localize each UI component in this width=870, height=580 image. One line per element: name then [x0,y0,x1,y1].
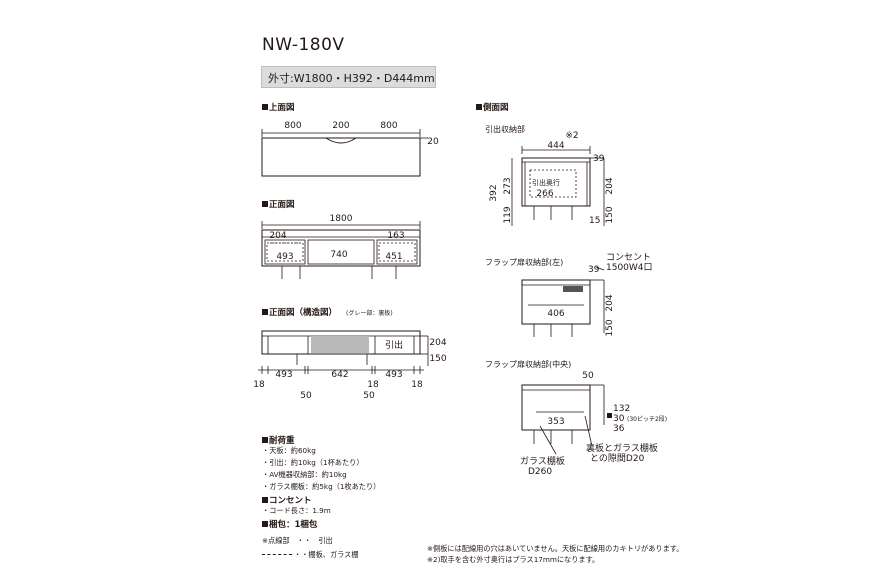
drawer-inner-value: 266 [536,189,553,199]
shelf-marker [607,413,612,418]
structure-dim-18b: 18 [367,380,379,390]
flap-left-top-dim: 39 [588,265,600,275]
flap-left-shelf: 406 [547,309,564,319]
drawer-dim-150: 150 [605,206,615,223]
flap-center-dim-36: 36 [613,424,625,434]
flap-left-title: フラップ扉収納部(左) [485,258,564,267]
outlet-item: ・コード長さ：1.9m [262,506,331,515]
drawer-dim-119: 119 [503,206,513,223]
flap-center-shelf: 353 [547,417,564,427]
structure-height-204: 204 [429,338,446,348]
outer-dimensions-bar: 外寸:W1800・H392・D444mm [261,66,436,88]
structure-dim-50b: 50 [363,391,375,401]
outlet-label: コンセント [606,252,651,263]
structure-dim-50a: 50 [300,391,312,401]
gap-value: との隙間D20 [590,452,645,464]
drawer-inner-label: 引出奥行 [532,178,560,187]
glass-shelf-depth: D260 [528,467,552,477]
drawer-dim-39: 39 [593,154,605,164]
back-panel-note: (グレー部：裏板) [345,310,393,317]
flap-left-dim-204: 204 [605,294,615,311]
drawer-note-mark: ※2 [565,131,578,141]
top-dim-right: 800 [380,121,397,131]
load-item: ・引出：約10kg（1杯あたり） [262,458,364,467]
model-name: NW-180V [262,35,345,55]
side-view-heading: 側面図 [476,101,509,113]
flap-center-dim-132: 132 [613,404,630,414]
flap-center-top-dim: 50 [582,371,594,381]
drawer-section-title: 引出収納部 [485,125,525,134]
drawer-depth: 444 [547,141,564,151]
structure-dim-493b: 493 [385,370,402,380]
drawer-dim-15: 15 [589,216,600,226]
front-structure-heading: 正面図（構造図） (グレー部：裏板) [262,306,393,318]
top-dim-center: 200 [332,121,349,131]
top-thickness: 20 [427,137,439,147]
flap-left-dim-150: 150 [605,319,615,336]
structure-height-150: 150 [429,354,446,364]
footnote: ※側板には配線用の穴はあいていません。天板に配線用のカキトリがあります。 [427,544,684,553]
structure-dim-18a: 18 [253,380,265,390]
front-dim-493: 493 [276,252,293,262]
drawer-dim-273: 273 [503,177,513,194]
legend-dashed: ・・棚板、ガラス棚 [262,550,359,560]
back-panel [311,336,369,353]
flap-center-dim-30: 30 [613,414,625,424]
structure-dim-642: 642 [331,370,348,380]
front-dim-204: 204 [269,231,286,241]
legend-dash-line [262,554,292,555]
outlet-spec: 1500W4口 [606,263,653,273]
structure-dim-493a: 493 [275,370,292,380]
front-view-heading: 正面図 [262,198,295,210]
outlet-heading: コンセント [262,494,312,506]
front-overall-width: 1800 [330,214,353,224]
load-item: ・ガラス棚板：約5kg（1枚あたり） [262,482,381,491]
package-heading: 梱包：1梱包 [262,518,317,530]
load-item: ・天板：約60kg [262,446,316,455]
front-dim-163: 163 [387,231,404,241]
flap-center-title: フラップ扉収納部(中央) [485,360,572,369]
top-dim-left: 800 [284,121,301,131]
load-item: ・AV機器収納部：約10kg [262,470,347,479]
load-heading: 耐荷重 [262,434,295,446]
structure-drawer-label: 引出 [385,339,403,351]
top-view-heading: 上面図 [262,101,295,113]
flap-center-pitch: (30ピッチ2段) [627,415,667,423]
front-dim-451: 451 [385,252,402,262]
glass-shelf-label: ガラス棚板 [520,455,565,467]
front-dim-740: 740 [330,250,347,260]
outer-dimensions: 外寸:W1800・H392・D444mm [268,72,435,85]
structure-dim-18c: 18 [411,380,423,390]
legend-dotted: ※点線部 ・・ 引出 [262,536,333,545]
drawer-dim-392: 392 [489,184,499,201]
gap-label: 裏板とガラス棚板 [586,442,658,454]
footnote: ※2)取手を含む外寸奥行はプラス17mmになります。 [427,555,600,564]
drawer-dim-204: 204 [605,177,615,194]
